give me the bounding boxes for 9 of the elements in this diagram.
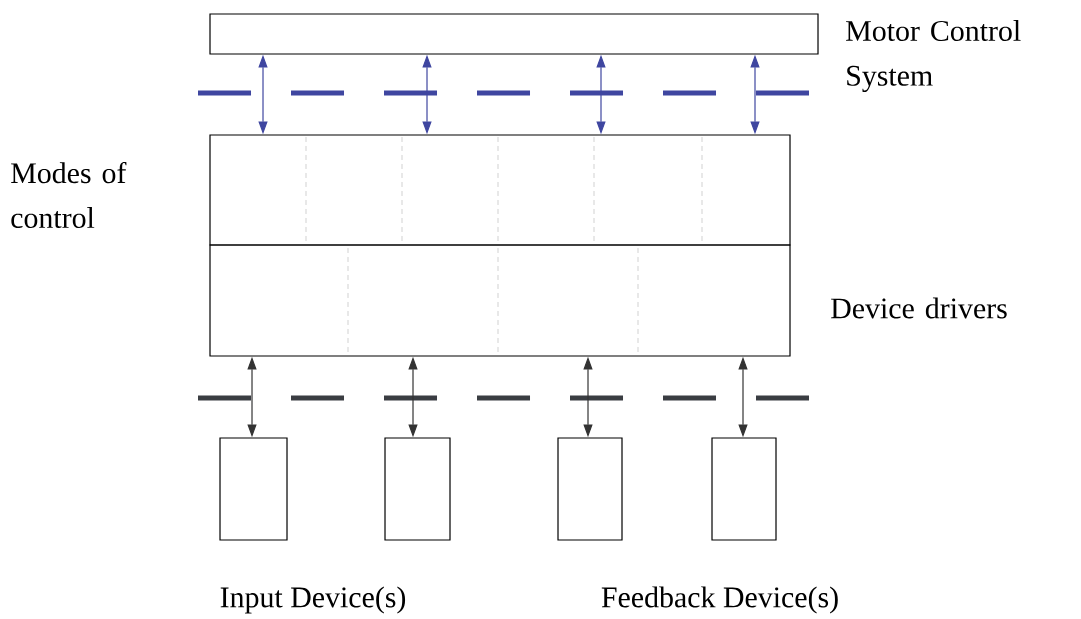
device-box [384, 437, 451, 541]
group-label: Feedback Device(s) [601, 586, 838, 614]
group-label: Input Device(s) [220, 586, 406, 614]
box-heading: Modes of control [11, 161, 127, 229]
device-box [711, 437, 777, 541]
box-heading: Motor Control System [846, 20, 1021, 92]
box-heading: Device drivers [831, 297, 1007, 319]
device-box [557, 437, 623, 541]
device-box [219, 437, 288, 541]
